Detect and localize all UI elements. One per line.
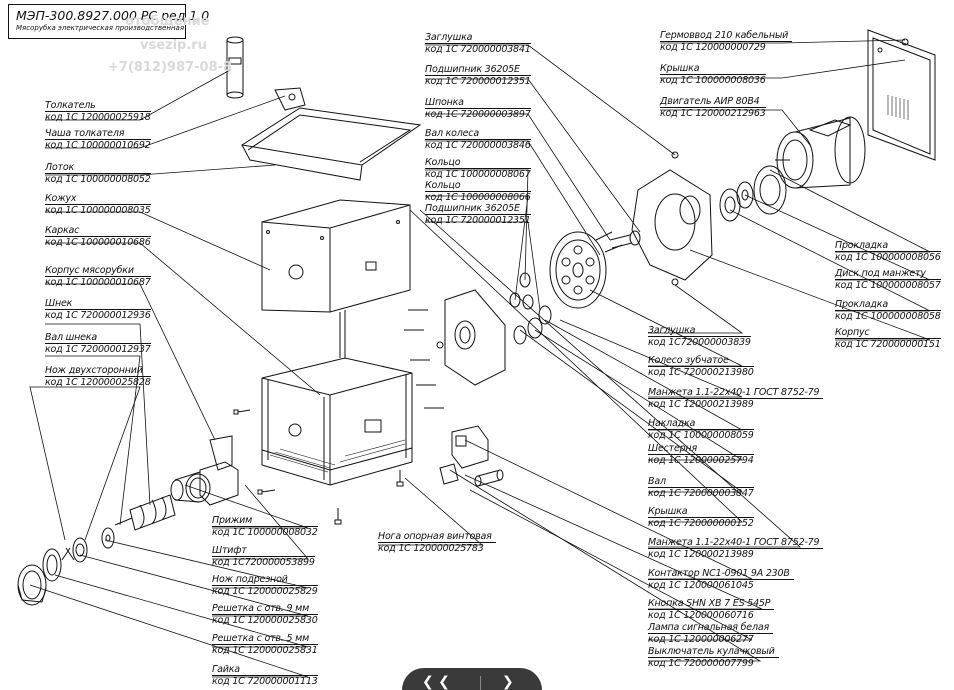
next-page-button[interactable]: ❯ bbox=[502, 674, 514, 690]
viewer-nav-pill bbox=[402, 668, 542, 690]
watermark-phone: +7(812)987-08-8 bbox=[108, 60, 233, 75]
ring-and-shaft-parts bbox=[509, 230, 641, 345]
feet-parts bbox=[233, 409, 404, 525]
mincer-body-part bbox=[170, 435, 239, 506]
previous-page-button[interactable]: ❮ ❮ bbox=[422, 674, 450, 690]
nut-part bbox=[17, 564, 47, 606]
lid-part bbox=[867, 29, 936, 161]
gasket-parts bbox=[719, 165, 787, 222]
drawing-subtitle: Мясорубка электрическая производственная bbox=[16, 24, 185, 32]
gear-wheel-part bbox=[549, 231, 623, 309]
pusher-part bbox=[226, 36, 244, 99]
title-block bbox=[8, 4, 186, 39]
watermark-overlay: отобщение bbox=[125, 14, 210, 29]
electric-parts bbox=[439, 425, 504, 487]
knife-and-grates-parts bbox=[42, 527, 115, 582]
tray-part bbox=[240, 87, 422, 181]
cover-plate-part bbox=[404, 289, 506, 409]
gearbox-housing-part bbox=[631, 151, 713, 286]
drawing-title: МЭП-300.8927.000 РС ред 1.0 bbox=[16, 8, 210, 23]
frame-part bbox=[261, 310, 413, 486]
motor-part bbox=[775, 116, 866, 189]
housing-cover-part bbox=[261, 199, 411, 313]
leader-lines bbox=[29, 39, 931, 678]
auger-part bbox=[114, 494, 176, 531]
watermark-site: vsezip.ru bbox=[140, 38, 207, 53]
nav-divider bbox=[480, 676, 481, 690]
